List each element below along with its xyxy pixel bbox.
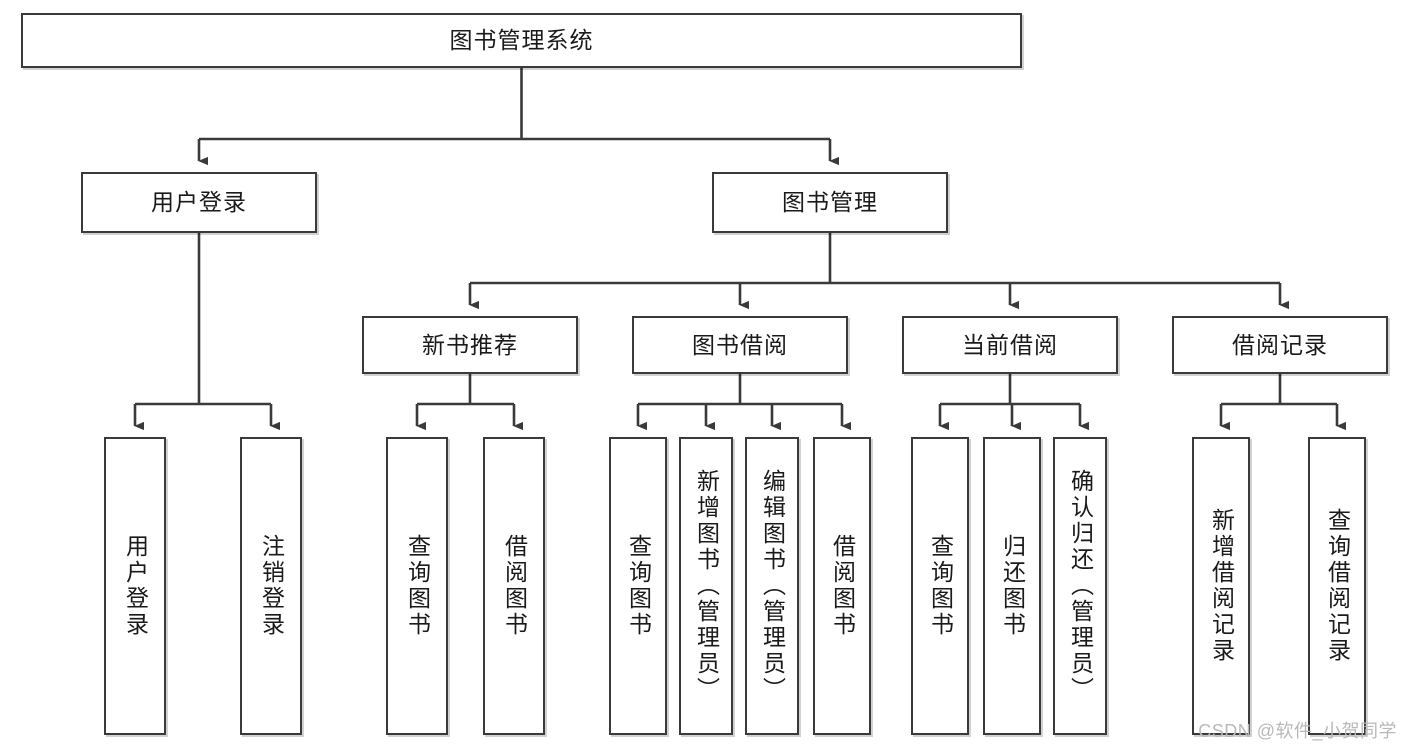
- node-current-borrow[interactable]: 当前借阅: [902, 316, 1118, 374]
- csdn-watermark: CSDN @软件_小贺同学: [1198, 721, 1397, 741]
- node-leaf-return-book[interactable]: 归还图书: [983, 437, 1041, 735]
- node-leaf-add-record[interactable]: 新增借阅记录: [1192, 437, 1250, 735]
- node-label: 借阅图书: [501, 534, 528, 638]
- node-leaf-edit-book[interactable]: 编辑图书（管理员）: [745, 437, 799, 735]
- node-leaf-user-login[interactable]: 用户登录: [104, 437, 166, 735]
- node-label: 查询借阅记录: [1324, 508, 1351, 664]
- node-leaf-query-record[interactable]: 查询借阅记录: [1308, 437, 1366, 735]
- node-label: 图书借阅: [692, 331, 788, 358]
- node-book-borrow[interactable]: 图书借阅: [632, 316, 848, 374]
- node-label: 当前借阅: [962, 331, 1058, 358]
- node-label: 借阅图书: [829, 534, 856, 638]
- node-leaf-logout[interactable]: 注销登录: [240, 437, 302, 735]
- node-label: 归还图书: [999, 534, 1026, 638]
- node-leaf-borrow-book[interactable]: 借阅图书: [813, 437, 871, 735]
- node-label: 图书管理系统: [449, 27, 594, 54]
- node-root-title[interactable]: 图书管理系统: [21, 13, 1022, 68]
- node-new-book-rec[interactable]: 新书推荐: [362, 316, 578, 374]
- node-book-manage[interactable]: 图书管理: [712, 172, 948, 233]
- node-label: 编辑图书（管理员）: [759, 469, 786, 703]
- node-label: 注销登录: [258, 534, 285, 638]
- node-leaf-add-book[interactable]: 新增图书（管理员）: [679, 437, 733, 735]
- node-label: 新书推荐: [422, 331, 518, 358]
- node-label: 查询图书: [625, 534, 652, 638]
- node-label: 用户登录: [151, 189, 247, 216]
- node-leaf-query-book-cur[interactable]: 查询图书: [911, 437, 969, 735]
- node-user-login[interactable]: 用户登录: [81, 172, 317, 233]
- node-label: 图书管理: [782, 189, 878, 216]
- node-borrow-record[interactable]: 借阅记录: [1172, 316, 1388, 374]
- node-label: 查询图书: [927, 534, 954, 638]
- node-leaf-query-book-borrow[interactable]: 查询图书: [609, 437, 667, 735]
- node-leaf-borrow-book-rec[interactable]: 借阅图书: [483, 437, 545, 735]
- node-label: 借阅记录: [1232, 331, 1328, 358]
- node-label: 查询图书: [404, 534, 431, 638]
- node-label: 用户登录: [122, 534, 149, 638]
- node-leaf-confirm-return[interactable]: 确认归还（管理员）: [1053, 437, 1107, 735]
- node-label: 确认归还（管理员）: [1067, 469, 1094, 703]
- node-label: 新增图书（管理员）: [693, 469, 720, 703]
- node-label: 新增借阅记录: [1208, 508, 1235, 664]
- node-leaf-query-book-rec[interactable]: 查询图书: [386, 437, 448, 735]
